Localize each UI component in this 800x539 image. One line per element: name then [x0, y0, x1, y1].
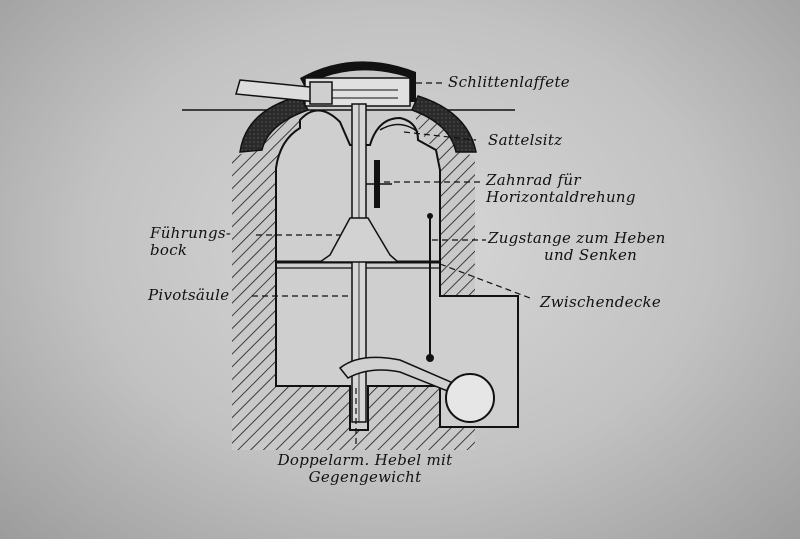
label-zahnrad: Zahnrad für Horizontaldrehung	[486, 172, 636, 206]
label-fuehrungsbock: Führungs- bock	[150, 225, 231, 259]
label-zugstange-line2: und Senken	[544, 246, 638, 264]
label-zugstange-line1: Zugstange zum Heben	[488, 229, 666, 247]
armor-left	[239, 95, 310, 153]
label-zwischendecke: Zwischendecke	[540, 294, 661, 311]
dome-right-post	[408, 72, 416, 102]
label-schlittenlaffete: Schlittenlaffete	[448, 74, 570, 91]
armor-right	[410, 95, 477, 153]
saddle-seat	[379, 123, 419, 133]
counterweight	[445, 373, 495, 423]
leader-zwischendecke	[439, 263, 531, 299]
label-zahnrad-line1: Zahnrad für	[486, 171, 581, 189]
label-hebel-line1: Doppelarm. Hebel mit	[277, 451, 453, 469]
label-zugstange: Zugstange zum Heben und Senken	[488, 230, 666, 264]
label-hebel: Doppelarm. Hebel mit Gegengewicht	[270, 452, 460, 486]
label-sattelsitz-text: Sattelsitz	[488, 131, 563, 149]
label-hebel-line2: Gegengewicht	[308, 468, 422, 486]
upper-chamber	[275, 109, 519, 431]
leader-sattelsitz	[403, 131, 477, 141]
concrete-mass	[232, 108, 518, 450]
label-fuehrungsbock-line1: Führungs-	[150, 224, 232, 242]
dome-cap	[300, 61, 416, 86]
label-sattelsitz: Sattelsitz	[488, 132, 562, 149]
label-schlittenlaffete-text: Schlittenlaffete	[448, 73, 570, 91]
guide-trestle	[317, 217, 400, 263]
label-fuehrungsbock-line2: bock	[150, 241, 188, 259]
label-zahnrad-line2: Horizontaldrehung	[486, 188, 636, 206]
label-pivotsaeule-text: Pivotsäule	[148, 286, 230, 304]
label-zwischendecke-text: Zwischendecke	[540, 293, 662, 311]
label-pivotsaeule: Pivotsäule	[148, 287, 229, 304]
